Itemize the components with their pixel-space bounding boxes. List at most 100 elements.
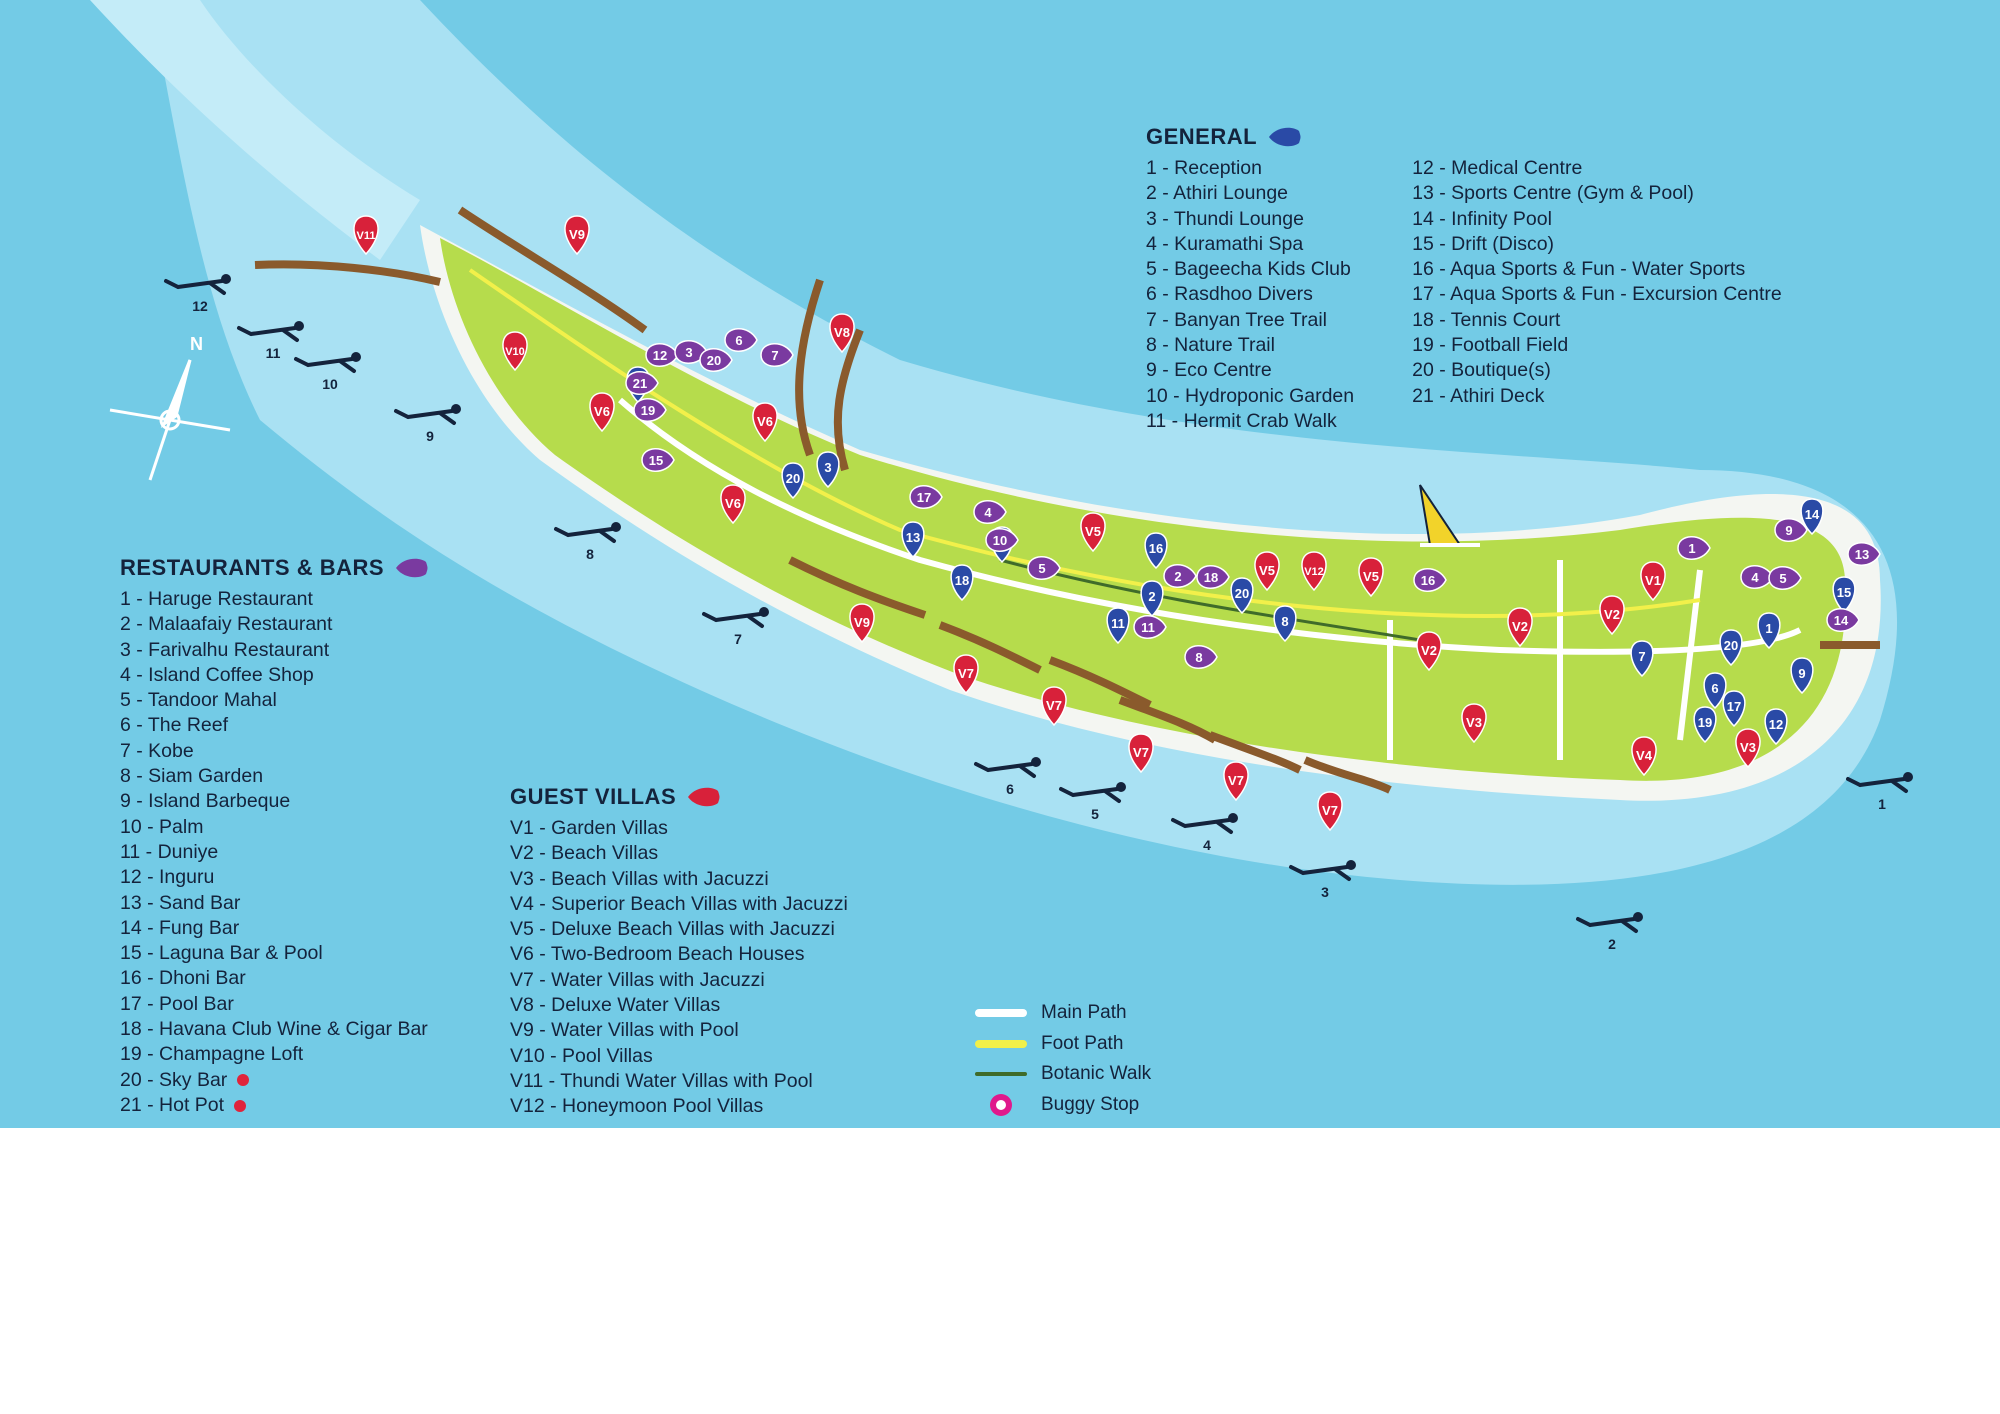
dive-site-number: 1 [1878,796,1886,812]
general-marker[interactable]: 20 [781,462,805,500]
villa-marker[interactable]: V7 [1223,761,1249,802]
villa-marker-shape [1507,607,1533,648]
villa-marker[interactable]: V7 [1317,791,1343,832]
diver-head-icon [1116,782,1126,792]
general-marker-label: 20 [786,471,800,486]
villa-marker[interactable]: V10 [502,331,528,372]
general-marker[interactable]: 16 [1144,532,1168,570]
general-marker[interactable]: 1 [1757,612,1781,650]
general-legend-item: 12 - Medical Centre [1412,156,1782,181]
villa-marker-shape [1358,557,1384,598]
buggy-stop-label: Buggy Stop [1041,1093,1140,1115]
general-legend-item-label: 12 - Medical Centre [1412,157,1583,179]
villa-marker-label: V10 [505,346,525,358]
foot-path [468,268,1701,618]
general-marker-shape [1106,607,1130,645]
restaurant-marker[interactable]: 17 [909,485,943,509]
villa-marker[interactable]: V3 [1735,728,1761,769]
villa-marker[interactable]: V2 [1507,607,1533,648]
restaurant-marker[interactable]: 20 [699,348,733,372]
villa-marker[interactable]: V2 [1416,631,1442,672]
general-marker[interactable]: 17 [1722,690,1746,728]
diver-head-icon [611,522,621,532]
general-marker[interactable]: 18 [950,564,974,602]
dive-site-marker[interactable]: 11 [237,321,304,361]
restaurant-marker-label: 1 [1688,541,1695,556]
general-marker[interactable]: 13 [901,521,925,559]
villa-marker-shape [502,331,528,372]
villa-marker[interactable]: V6 [720,484,746,525]
restaurant-marker[interactable]: 11 [1133,615,1167,639]
villa-marker[interactable]: V5 [1358,557,1384,598]
dive-site-marker[interactable]: 8 [554,522,621,562]
villa-marker[interactable]: V2 [1599,595,1625,636]
restaurant-marker[interactable]: 18 [1196,565,1230,589]
general-marker-label: 8 [1281,614,1288,629]
general-marker[interactable]: 7 [1630,640,1654,678]
dive-site-marker[interactable]: 7 [702,607,769,647]
villa-marker-shape [589,392,615,433]
restaurant-marker[interactable]: 9 [1774,518,1808,542]
restaurant-marker[interactable]: 6 [724,328,758,352]
restaurant-marker[interactable]: 21 [625,371,659,395]
villa-marker[interactable]: V7 [953,654,979,695]
dive-site-marker[interactable]: 5 [1059,782,1126,822]
restaurant-marker[interactable]: 4 [973,500,1007,524]
villa-marker[interactable]: V5 [1080,512,1106,553]
villa-marker[interactable]: V9 [564,215,590,256]
general-marker[interactable]: 2 [1140,580,1164,618]
general-marker[interactable]: 20 [1719,629,1743,667]
general-marker[interactable]: 19 [1693,706,1717,744]
restaurant-marker[interactable]: 5 [1768,566,1802,590]
dive-site-marker[interactable]: 12 [164,274,231,314]
dive-site-marker[interactable]: 10 [294,352,361,392]
general-marker[interactable]: 3 [816,451,840,489]
general-marker[interactable]: 12 [1764,708,1788,746]
restaurant-marker[interactable]: 2 [1163,564,1197,588]
villa-marker[interactable]: V4 [1631,736,1657,777]
villa-marker[interactable]: V9 [849,603,875,644]
villa-marker[interactable]: V8 [829,313,855,354]
general-marker[interactable]: 6 [1703,672,1727,710]
dive-site-number: 9 [426,428,434,444]
villa-marker[interactable]: V6 [589,392,615,433]
general-marker[interactable]: 11 [1106,607,1130,645]
villa-marker[interactable]: V1 [1640,561,1666,602]
dive-site-marker[interactable]: 2 [1576,912,1643,952]
villa-marker[interactable]: V7 [1041,686,1067,727]
villa-marker[interactable]: V6 [752,402,778,443]
dive-site-marker[interactable]: 1 [1846,772,1913,812]
villa-marker[interactable]: V3 [1461,703,1487,744]
general-marker[interactable]: 15 [1832,576,1856,614]
general-marker-shape [1719,629,1743,667]
villa-marker-shape [849,603,875,644]
restaurant-marker-shape [1184,645,1218,669]
dive-site-marker[interactable]: 4 [1171,813,1238,853]
restaurant-marker[interactable]: 5 [1027,556,1061,580]
restaurant-marker[interactable]: 13 [1847,542,1881,566]
general-marker[interactable]: 14 [1800,498,1824,536]
general-marker[interactable]: 9 [1790,657,1814,695]
general-marker[interactable]: 20 [1230,577,1254,615]
restaurant-marker[interactable]: 1 [1677,536,1711,560]
restaurant-marker[interactable]: 10 [985,528,1019,552]
restaurant-marker[interactable]: 14 [1826,608,1860,632]
restaurants-legend-item-label: 14 - Fung Bar [120,916,240,939]
restaurant-marker[interactable]: 16 [1413,568,1447,592]
villas-legend-item: V6 - Two-Bedroom Beach Houses [510,942,848,967]
villa-marker[interactable]: V12 [1301,551,1327,592]
dive-site-marker[interactable]: 3 [1289,860,1356,900]
villa-marker[interactable]: V11 [353,215,379,256]
restaurant-marker-label: 17 [917,490,931,505]
restaurant-marker-shape [633,398,667,422]
dive-site-marker[interactable]: 9 [394,404,461,444]
general-marker[interactable]: 8 [1273,605,1297,643]
restaurants-legend-item: 3 - Farivalhu Restaurant [120,638,428,663]
dive-site-marker[interactable]: 6 [974,757,1041,797]
restaurant-marker[interactable]: 19 [633,398,667,422]
villa-marker[interactable]: V5 [1254,551,1280,592]
restaurant-marker[interactable]: 7 [760,343,794,367]
restaurant-marker[interactable]: 15 [641,448,675,472]
restaurant-marker[interactable]: 8 [1184,645,1218,669]
villa-marker[interactable]: V7 [1128,733,1154,774]
